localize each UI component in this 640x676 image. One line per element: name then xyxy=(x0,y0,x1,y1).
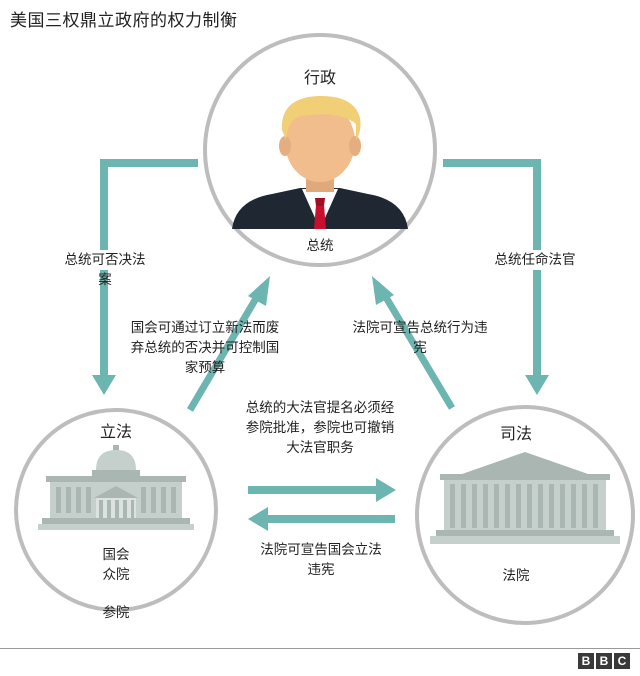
unconstitutional-congress-label: 法院可宣告国会立法 违宪 xyxy=(236,540,406,580)
confirm-label-line2: 参院批准，参院也可撤销 xyxy=(245,420,395,436)
legislative-label-house: 众院 xyxy=(102,567,130,583)
arrow-veto xyxy=(100,159,198,375)
arrow-appoint xyxy=(443,159,541,375)
arrow-appoint-head xyxy=(525,375,549,395)
arrow-unconstitutional-congress-head xyxy=(248,507,268,531)
unconstitutional-president-label: 法院可宣告总统行为违 宪 xyxy=(330,318,510,358)
bbc-logo-letter-3: C xyxy=(614,653,630,669)
judicial-title: 司法 xyxy=(499,424,532,443)
executive-label: 总统 xyxy=(306,238,334,254)
unconstitutional-congress-line1: 法院可宣告国会立法 xyxy=(260,542,382,558)
unconstitutional-president-line2: 宪 xyxy=(413,340,427,356)
capitol-building-icon xyxy=(38,445,194,530)
override-label-line1: 国会可通过订立新法而废 xyxy=(130,320,280,336)
bbc-logo: B B C xyxy=(578,653,630,669)
page-title: 美国三权鼎立政府的权力制衡 xyxy=(10,11,238,31)
appoint-label: 总统任命法官 xyxy=(480,250,590,270)
bbc-logo-letter-1: B xyxy=(578,653,594,669)
confirm-label-line3: 大法官职务 xyxy=(286,440,354,456)
veto-label-line2: 案 xyxy=(98,272,112,288)
arrow-override xyxy=(186,293,262,412)
judicial-label: 法院 xyxy=(502,568,530,584)
confirm-label: 总统的大法官提名必须经 参院批准，参院也可撤销 大法官职务 xyxy=(222,398,418,458)
override-label-line3: 家预算 xyxy=(184,360,226,376)
footer-divider xyxy=(0,648,640,649)
override-label: 国会可通过订立新法而废 弃总统的否决并可控制国 家预算 xyxy=(110,318,300,378)
legislative-label-congress: 国会 xyxy=(102,547,130,563)
unconstitutional-president-line1: 法院可宣告总统行为违 xyxy=(352,320,488,336)
supreme-court-building-icon xyxy=(430,452,620,544)
override-label-line2: 弃总统的否决并可控制国 xyxy=(130,340,280,356)
arrow-veto-head xyxy=(92,375,116,395)
veto-label: 总统可否决法 案 xyxy=(50,250,160,290)
arrow-unconstitutional-president xyxy=(380,292,456,410)
unconstitutional-congress-line2: 违宪 xyxy=(307,562,335,578)
arrow-override-head xyxy=(248,276,270,306)
arrow-confirm-head xyxy=(376,478,396,502)
executive-title: 行政 xyxy=(303,68,336,87)
confirm-label-line1: 总统的大法官提名必须经 xyxy=(245,400,395,416)
president-portrait xyxy=(232,95,408,229)
arrow-unconstitutional-president-head xyxy=(372,276,394,305)
legislative-label-senate: 参院 xyxy=(102,605,130,621)
bbc-logo-letter-2: B xyxy=(596,653,612,669)
legislative-title: 立法 xyxy=(99,422,132,441)
veto-label-line1: 总统可否决法 xyxy=(50,250,160,270)
